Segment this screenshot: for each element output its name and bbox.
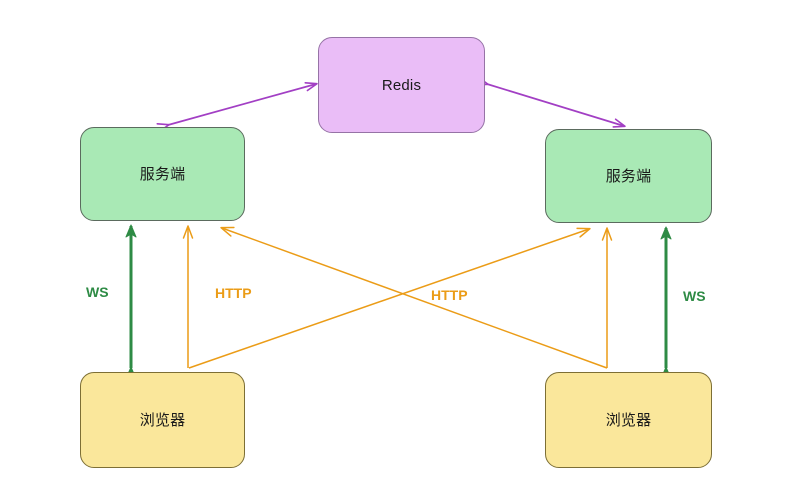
edge-label-http-right: HTTP — [431, 287, 468, 303]
node-browser-left[interactable]: 浏览器 — [80, 372, 245, 468]
node-server-right[interactable]: 服务端 — [545, 129, 712, 223]
node-redis-label: Redis — [381, 76, 422, 94]
node-server-left[interactable]: 服务端 — [80, 127, 245, 221]
edge-server-right-redis — [475, 76, 626, 128]
node-server-right-label: 服务端 — [605, 166, 652, 185]
node-browser-left-label: 浏览器 — [139, 410, 186, 429]
edge-server-left-redis — [156, 82, 318, 133]
edge-label-http-left: HTTP — [215, 285, 252, 301]
edge-label-ws-right: WS — [683, 288, 706, 304]
edge-http-right-to-server-left — [220, 226, 608, 369]
node-redis[interactable]: Redis — [318, 37, 485, 133]
edge-http-left-to-server-right — [188, 227, 591, 369]
node-browser-right-label: 浏览器 — [605, 410, 652, 429]
node-browser-right[interactable]: 浏览器 — [545, 372, 712, 468]
node-server-left-label: 服务端 — [139, 164, 186, 183]
edge-label-ws-left: WS — [86, 284, 109, 300]
